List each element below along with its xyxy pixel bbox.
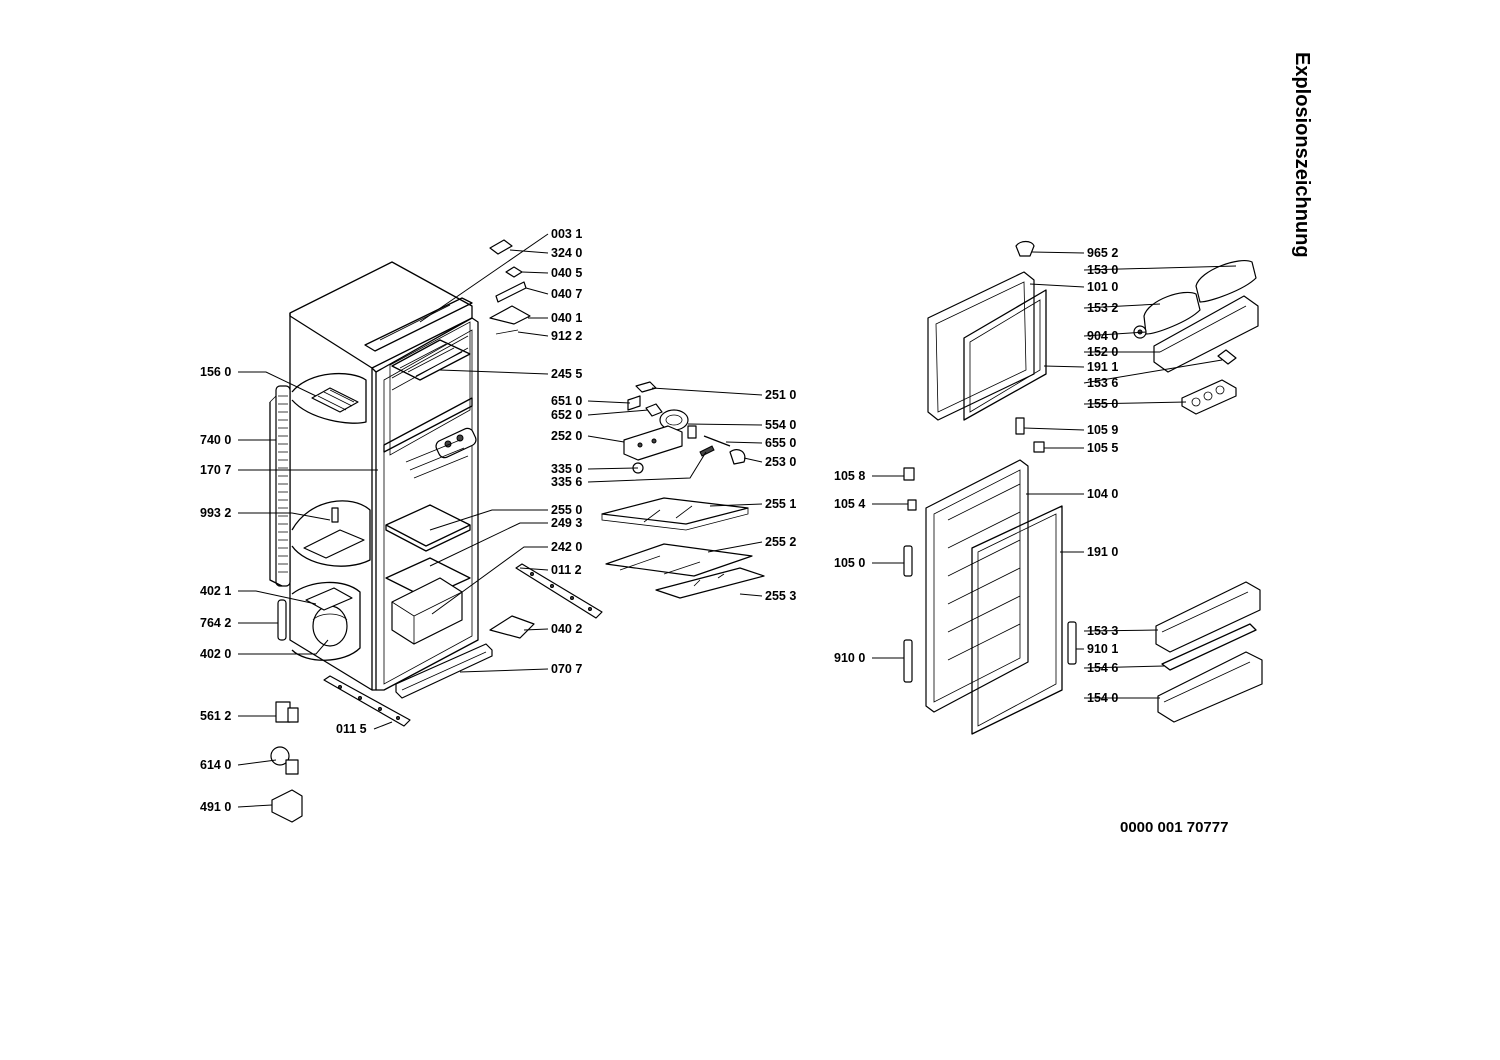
callout-label: 101 0 [1087,280,1118,294]
callout-label: 105 4 [834,497,865,511]
diagram-title: Explosionszeichnung [1291,52,1313,258]
callout-label: 105 9 [1087,423,1118,437]
callout-label: 651 0 [551,394,582,408]
callout-label: 040 2 [551,622,582,636]
callout-label: 011 2 [551,563,582,577]
callout-labels: 003 1 324 0 040 5 040 7 040 1 912 2 245 … [200,227,1118,814]
callout-label: 251 0 [765,388,796,402]
callout-label: 155 0 [1087,397,1118,411]
callout-label: 153 3 [1087,624,1118,638]
fridge-cabinet [269,239,603,823]
callout-label: 904 0 [1087,329,1118,343]
callout-label: 105 0 [834,556,865,570]
callout-label: 003 1 [551,227,582,241]
callout-label: 191 0 [1087,545,1118,559]
callout-label: 335 0 [551,462,582,476]
callout-label: 105 5 [1087,441,1118,455]
callout-label: 764 2 [200,616,231,630]
callout-label: 242 0 [551,540,582,554]
callout-label: 910 0 [834,651,865,665]
callout-label: 154 6 [1087,661,1118,675]
callout-label: 153 2 [1087,301,1118,315]
callout-label: 070 7 [551,662,582,676]
doors [903,240,1263,735]
callout-label: 105 8 [834,469,865,483]
callout-label: 335 6 [551,475,582,489]
callout-label: 491 0 [200,800,231,814]
callout-label: 245 5 [551,367,582,381]
callout-label: 912 2 [551,329,582,343]
callout-label: 249 3 [551,516,582,530]
callout-label: 655 0 [765,436,796,450]
callout-label: 104 0 [1087,487,1118,501]
callout-label: 170 7 [200,463,231,477]
callout-label: 191 1 [1087,360,1118,374]
callout-label: 152 0 [1087,345,1118,359]
callout-label: 011 5 [336,722,367,736]
callout-label: 255 0 [551,503,582,517]
callout-label: 040 7 [551,287,582,301]
callout-label: 324 0 [551,246,582,260]
callout-label: 153 6 [1087,376,1118,390]
document-number: 0000 001 70777 [1120,819,1228,836]
callout-label: 253 0 [765,455,796,469]
leader-lines [237,233,1237,808]
callout-label: 040 5 [551,266,582,280]
callout-label: 614 0 [200,758,231,772]
callout-label: 255 1 [765,497,796,511]
callout-label: 402 1 [200,584,231,598]
middle-parts [601,381,765,599]
callout-label: 255 3 [765,589,796,603]
callout-label: 252 0 [551,429,582,443]
callout-label: 561 2 [200,709,231,723]
callout-label: 040 1 [551,311,582,325]
callout-label: 965 2 [1087,246,1118,260]
callout-label: 156 0 [200,365,231,379]
callout-label: 652 0 [551,408,582,422]
callout-label: 255 2 [765,535,796,549]
callout-label: 402 0 [200,647,231,661]
callout-label: 740 0 [200,433,231,447]
callout-label: 154 0 [1087,691,1118,705]
callout-label: 554 0 [765,418,796,432]
callout-label: 153 0 [1087,263,1118,277]
callout-label: 993 2 [200,506,231,520]
callout-label: 910 1 [1087,642,1118,656]
